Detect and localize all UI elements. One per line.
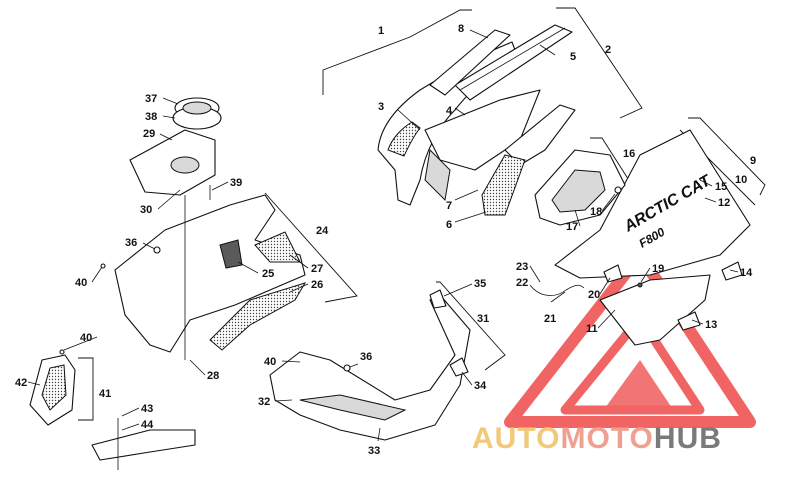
callout-15: 15 [715, 181, 727, 193]
tab-35 [429, 289, 447, 309]
lower-panel-11 [599, 274, 711, 346]
watermark-triangle-logo [504, 249, 756, 428]
bracket-2 [556, 7, 643, 119]
callout-16: 16 [623, 148, 635, 160]
vent-opening [551, 169, 606, 213]
callout-19: 19 [652, 263, 664, 275]
leader-lines [27, 97, 739, 442]
callout-22: 22 [516, 277, 528, 289]
callout-5: 5 [570, 51, 576, 63]
callout-7: 7 [446, 200, 452, 212]
fastener-18 [614, 186, 622, 194]
callout-14: 14 [740, 267, 753, 279]
bracket-25 [219, 239, 243, 269]
callouts: 1 2 3 4 5 6 7 8 9 10 11 12 13 14 15 16 1… [15, 23, 756, 457]
callout-26: 26 [311, 279, 323, 291]
callout-3: 3 [378, 101, 384, 113]
clip-13 [677, 311, 701, 331]
fastener-36-left [153, 246, 161, 254]
lower-belly-pan-33 [269, 294, 471, 441]
callout-1: 1 [378, 25, 384, 37]
callout-20: 20 [588, 289, 600, 301]
watermark-auto: AUTO [472, 422, 560, 455]
intake-screen-26 [209, 282, 307, 351]
callout-36-left: 36 [125, 237, 137, 249]
callout-17: 17 [566, 221, 578, 233]
vent-34 [449, 357, 469, 377]
fastener-19 [637, 282, 643, 288]
callout-34: 34 [474, 380, 487, 392]
svg-text:AUTOMOTOHUB: AUTOMOTOHUB [472, 422, 722, 455]
callout-39: 39 [230, 177, 242, 189]
callout-2: 2 [605, 44, 611, 56]
bracket-31 [436, 281, 506, 371]
callout-37: 37 [145, 93, 157, 105]
lower-belly-recess [299, 394, 407, 421]
callout-9: 9 [750, 155, 756, 167]
belly-pan [114, 194, 306, 353]
upper-trim-5 [454, 24, 573, 101]
callout-11: 11 [586, 323, 598, 335]
bracket-9 [688, 117, 766, 196]
fastener-36-lower [343, 364, 351, 372]
bracket-1 [322, 9, 472, 95]
intake-assembly [100, 97, 358, 360]
bracket-41 [78, 357, 94, 421]
callout-40-cover: 40 [80, 332, 92, 344]
callout-38: 38 [145, 111, 157, 123]
callout-6: 6 [446, 219, 452, 231]
lower-left-parts [29, 349, 196, 470]
callout-32: 32 [258, 396, 270, 408]
bracket-24 [264, 192, 358, 303]
callout-42: 42 [15, 377, 27, 389]
callout-30: 30 [140, 204, 152, 216]
trim-strip [424, 148, 451, 202]
plate-43 [91, 429, 196, 461]
side-panel-assembly: ARCTIC CAT F800 [529, 117, 766, 346]
watermark-moto: MOTO [560, 422, 653, 455]
watermark-hub: HUB [654, 422, 722, 455]
clip-14 [721, 261, 743, 281]
clip-20 [603, 264, 623, 283]
callout-8: 8 [458, 23, 464, 35]
callout-27: 27 [311, 263, 323, 275]
callout-12: 12 [718, 197, 730, 209]
callout-10: 10 [735, 174, 747, 186]
callout-36-lower: 36 [360, 351, 372, 363]
callout-25: 25 [262, 268, 274, 280]
callout-13: 13 [705, 319, 717, 331]
callout-40-left: 40 [75, 277, 87, 289]
intake-plate-hole [170, 156, 200, 174]
callout-4: 4 [446, 105, 453, 117]
callout-23: 23 [516, 261, 528, 273]
callout-43: 43 [141, 403, 153, 415]
callout-35: 35 [474, 278, 486, 290]
callout-41: 41 [99, 388, 111, 400]
windshield-mesh-panel [387, 121, 421, 157]
callout-24: 24 [316, 225, 329, 237]
callout-33: 33 [368, 445, 380, 457]
side-panel-main [554, 129, 751, 279]
intake-ring-inner [182, 101, 212, 115]
callout-31: 31 [477, 313, 489, 325]
callout-21: 21 [544, 313, 556, 325]
callout-44: 44 [141, 419, 154, 431]
bracket-16 [590, 137, 633, 186]
watermark: AUTOMOTOHUB [472, 249, 756, 455]
side-panel-8 [429, 29, 511, 96]
hood-assembly [322, 7, 643, 223]
screen-panel-6 [481, 154, 526, 216]
callout-29: 29 [143, 128, 155, 140]
fastener-40-lower [59, 349, 65, 355]
lower-belly-assembly [269, 281, 506, 441]
side-cover-mesh [41, 364, 67, 411]
callout-40-lower: 40 [264, 356, 276, 368]
callout-28: 28 [207, 370, 219, 382]
callout-18: 18 [590, 206, 602, 218]
